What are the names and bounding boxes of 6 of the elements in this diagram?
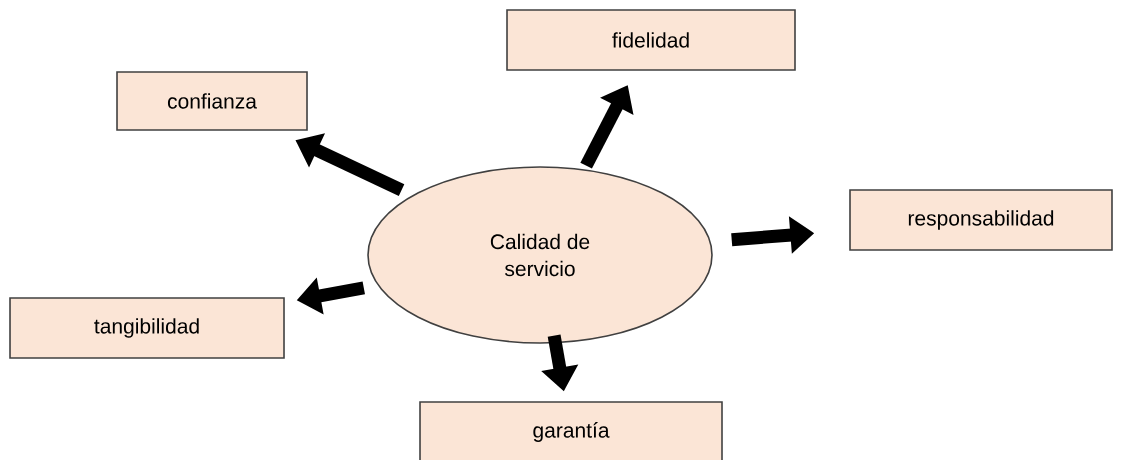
text-box: confianza [116, 71, 308, 131]
text-box: tangibilidad [9, 297, 285, 359]
text-box: responsabilidad [849, 189, 1113, 251]
ellipse-node: Calidad de servicio [367, 166, 713, 344]
text-box: fidelidad [506, 9, 796, 71]
text-box: garantía [419, 401, 723, 460]
